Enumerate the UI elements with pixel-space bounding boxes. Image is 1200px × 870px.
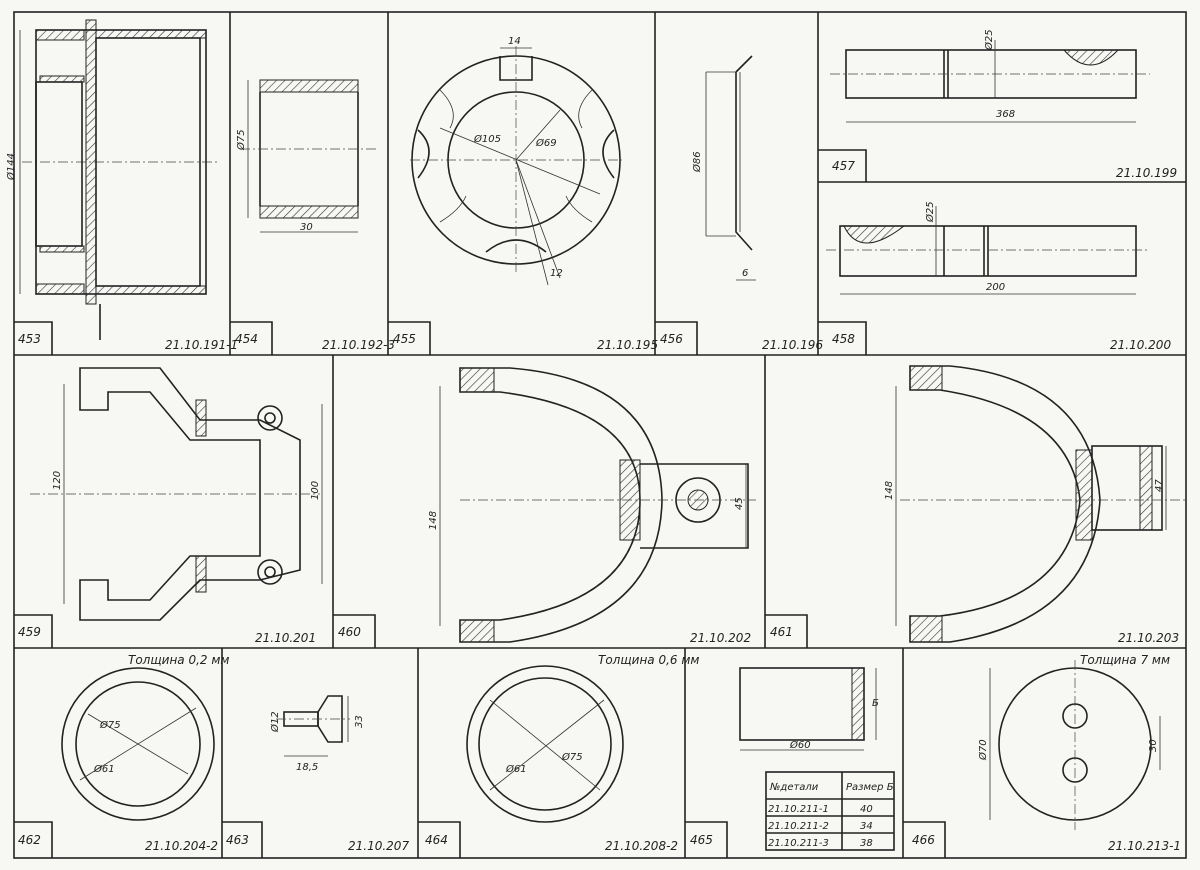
part-461-drawing: 148 47 xyxy=(884,365,1186,643)
panel-code: 21.10.196 xyxy=(762,338,823,352)
part-465-drawing: Ø60 Б xyxy=(739,667,895,851)
panel-code: 21.10.204-2 xyxy=(145,839,218,853)
dimension-label: 120 xyxy=(52,471,63,490)
table-cell: 21.10.211-2 xyxy=(768,821,829,832)
part-462-drawing: Ø75 Ø61 xyxy=(61,667,215,821)
dimension-label: 368 xyxy=(996,109,1015,120)
table-header: Размер Б xyxy=(846,782,894,793)
panel-number: 456 xyxy=(660,332,683,346)
part-458-drawing: Ø25 200 xyxy=(826,201,1150,295)
panel-number: 453 xyxy=(18,332,41,346)
table-cell: 21.10.211-1 xyxy=(768,804,829,815)
dimension-label: 148 xyxy=(428,511,439,530)
panel-number: 464 xyxy=(425,833,448,847)
dimension-label: Ø60 xyxy=(789,739,811,751)
thickness-note: Толщина 7 мм xyxy=(1080,653,1170,667)
part-456-drawing: Ø86 6 xyxy=(691,55,756,281)
number-boxes xyxy=(14,149,946,858)
thickness-note: Толщина 0,2 мм xyxy=(128,653,229,667)
dimension-label: 148 xyxy=(884,481,895,500)
panel-number: 460 xyxy=(338,625,361,639)
table-cell: 38 xyxy=(860,838,873,849)
part-454-drawing: Ø75 30 xyxy=(235,79,378,233)
dimension-label: Ø61 xyxy=(505,763,527,775)
panel-number: 462 xyxy=(18,833,41,847)
part-460-drawing: 148 45 xyxy=(428,367,756,643)
panel-code: 21.10.201 xyxy=(255,631,316,645)
dimension-label: 18,5 xyxy=(296,762,318,773)
part-457-drawing: Ø25 368 xyxy=(830,29,1150,123)
thickness-notes: Толщина 0,2 мм Толщина 0,6 мм Толщина 7 … xyxy=(128,653,1170,667)
dimension-label: Ø144 xyxy=(5,153,17,181)
panel-number: 465 xyxy=(690,833,713,847)
panel-code: 21.10.199 xyxy=(1116,166,1177,180)
dimension-label: 30 xyxy=(1148,739,1159,752)
panel-number: 461 xyxy=(770,625,793,639)
panel-code: 21.10.200 xyxy=(1110,338,1171,352)
dimension-label: 14 xyxy=(508,36,521,47)
panel-code: 21.10.203 xyxy=(1118,631,1179,645)
table-cell: 34 xyxy=(860,821,873,832)
dimension-label: Б xyxy=(872,698,879,709)
dimension-label: 100 xyxy=(310,481,321,500)
dimension-label: Ø61 xyxy=(93,763,115,775)
table-header: №детали xyxy=(769,782,819,793)
dimension-label: Ø86 xyxy=(691,151,703,173)
panel-number: 458 xyxy=(832,332,855,346)
panel-labels: 453 21.10.191-1 454 21.10.192-3 455 21.1… xyxy=(18,159,1181,853)
dimension-label: 33 xyxy=(354,715,365,728)
panel-number: 454 xyxy=(235,332,258,346)
panel-code: 21.10.195 xyxy=(597,338,658,352)
panel-code: 21.10.192-3 xyxy=(322,338,395,352)
panel-code: 21.10.213-1 xyxy=(1108,839,1181,853)
part-464-drawing: Ø61 Ø75 xyxy=(466,665,624,823)
part-466-drawing: Ø70 30 xyxy=(977,660,1161,830)
dimension-label: Ø69 xyxy=(535,137,557,149)
table-cell: 40 xyxy=(860,804,873,815)
dimension-label: 200 xyxy=(986,282,1005,293)
dimension-label: Ø12 xyxy=(269,711,281,733)
dimension-label: 12 xyxy=(550,268,563,279)
panel-number: 455 xyxy=(393,332,416,346)
dimension-label: Ø70 xyxy=(977,739,989,761)
thickness-note: Толщина 0,6 мм xyxy=(598,653,699,667)
part-459-drawing: 120 100 xyxy=(30,367,323,621)
dimension-label: 47 xyxy=(1154,479,1165,492)
panel-number: 459 xyxy=(18,625,41,639)
panel-code: 21.10.202 xyxy=(690,631,751,645)
dimension-label: Ø75 xyxy=(561,751,583,763)
panel-number: 463 xyxy=(226,833,249,847)
dimension-label: 6 xyxy=(742,268,748,279)
dimension-label: Ø75 xyxy=(235,129,247,151)
part-463-drawing: Ø12 33 18,5 xyxy=(269,695,365,773)
panel-code: 21.10.208-2 xyxy=(605,839,678,853)
panel-number: 466 xyxy=(912,833,935,847)
dimension-label: Ø25 xyxy=(924,201,936,223)
part-465-table: №детали Размер Б 21.10.211-1 40 21.10.21… xyxy=(768,782,894,849)
panel-code: 21.10.207 xyxy=(348,839,409,853)
dimension-label: 30 xyxy=(300,222,313,233)
part-455-drawing: 14 Ø105 Ø69 12 xyxy=(410,36,622,286)
dimension-label: Ø105 xyxy=(473,133,501,145)
table-cell: 21.10.211-3 xyxy=(768,838,829,849)
dimension-label: Ø25 xyxy=(983,29,995,51)
panel-number: 457 xyxy=(832,159,855,173)
panel-code: 21.10.191-1 xyxy=(165,338,238,352)
dimension-label: Ø75 xyxy=(99,719,121,731)
part-453-drawing: Ø144 xyxy=(5,19,220,340)
grid-frame xyxy=(13,11,1187,859)
dimension-label: 45 xyxy=(734,497,745,510)
